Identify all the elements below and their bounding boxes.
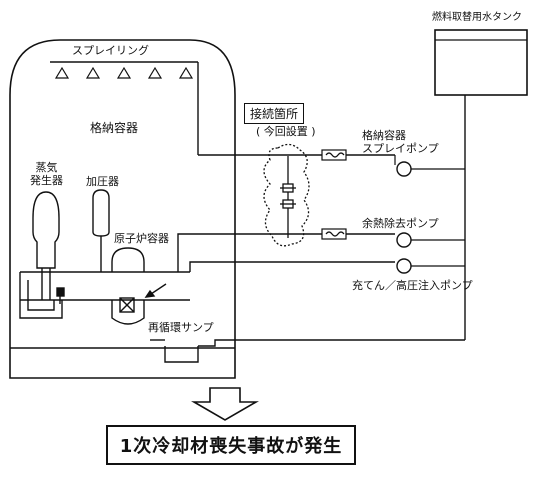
event-banner: 1次冷却材喪失事故が発生 [106,425,356,465]
break-arrow [144,283,167,298]
containment-spray-pump-label: 格納容器 スプレイポンプ [362,129,439,155]
pressurizer-label: 加圧器 [86,175,119,188]
spray-ring-label: スプレイリング [72,44,149,57]
hose-fitting-rhr [321,228,347,240]
charging-line [189,261,395,272]
charging-pump-icon [396,258,412,274]
event-text: 1次冷却材喪失事故が発生 [119,436,343,457]
charging-pump-label: 充てん／高圧注入ポンプ [352,279,473,292]
containment-vessel-outline [9,39,236,379]
connection-point-label: 接続箇所 [244,103,305,124]
newly-installed-label: ( 今回設置 ) [256,125,316,138]
reactor-vessel-label: 原子炉容器 [114,232,169,245]
steam-generator [32,191,60,300]
containment-vessel-label: 格納容器 [90,121,139,135]
recirculation-sump [150,339,465,363]
refueling-water-tank-label: 燃料取替用水タンク [432,12,522,23]
rhr-line [177,233,395,272]
hose-fitting-spray [321,149,347,161]
reactor-vessel [111,247,145,325]
recirculation-sump-label: 再循環サンプ [148,321,214,334]
primary-loop [19,271,190,319]
connection-couplings [280,156,296,238]
rhr-pump-icon [396,232,412,248]
connection-cloud [263,143,310,247]
refueling-water-tank [434,29,528,96]
containment-spray-pump-icon [396,161,412,177]
pressurizer [92,189,110,272]
rhr-pump-label: 余熱除去ポンプ [362,217,439,230]
spray-nozzles [54,66,194,79]
steam-generator-label: 蒸気 発生器 [30,161,63,187]
down-arrow [191,387,259,421]
